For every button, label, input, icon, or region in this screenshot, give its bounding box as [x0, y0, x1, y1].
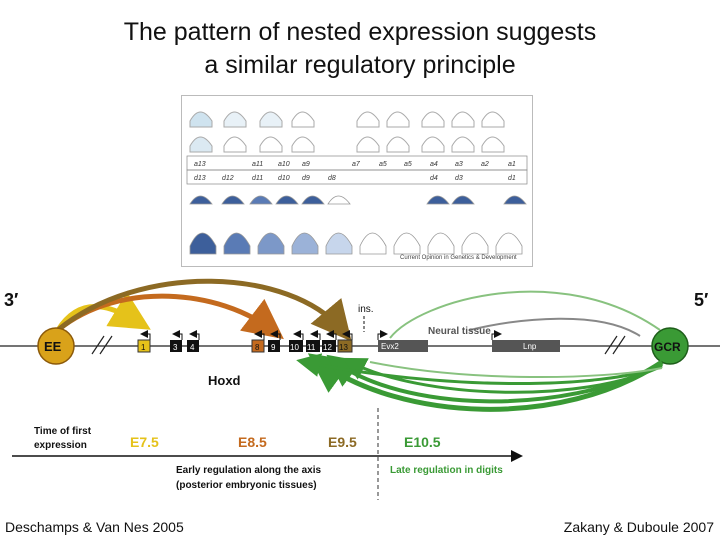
- gcr-label: GCR: [654, 340, 681, 354]
- stage-e7-5: E7.5: [130, 434, 159, 450]
- ee-label: EE: [44, 339, 62, 354]
- gene-11: [306, 340, 320, 352]
- label-3prime: 3′: [4, 290, 18, 310]
- neural-label: Neural tissue: [428, 326, 491, 337]
- svg-text:8: 8: [255, 343, 260, 352]
- label-a11: a11: [252, 161, 263, 168]
- stage-e10-5: E10.5: [404, 434, 441, 450]
- evx2-label: Evx2: [381, 342, 399, 351]
- embryo-row-heads: [189, 232, 523, 255]
- arc-brown: [56, 278, 352, 342]
- svg-text:9: 9: [271, 343, 276, 352]
- hox-labels-row-a: a13 a11 a10 a9 a7 a5 a5 a4 a3 a2 a1: [194, 161, 516, 168]
- label-ins: ins.: [358, 304, 374, 315]
- svg-text:1: 1: [141, 343, 146, 352]
- label-a2: a2: [481, 161, 489, 168]
- ee-circle: [37, 327, 75, 365]
- stage-e9-5: E9.5: [328, 434, 357, 450]
- gene-10: [289, 340, 303, 352]
- citation-right: Zakany & Duboule 2007: [563, 519, 714, 535]
- label-d11: d11: [252, 175, 263, 182]
- embryo-expression-panel: a13 a11 a10 a9 a7 a5 a5 a4 a3 a2 a1 d13 …: [181, 95, 533, 267]
- gcr-circle: [651, 327, 689, 365]
- citation-left: Deschamps & Van Nes 2005: [5, 519, 184, 535]
- hoxd-genes: 1 3 4 8 9 10 11 12 13: [137, 330, 353, 353]
- hox-label-grid: [186, 155, 528, 185]
- early-regulation-1: Early regulation along the axis: [176, 465, 321, 476]
- label-d4: d4: [430, 175, 438, 182]
- label-a5b: a5: [404, 161, 412, 168]
- gene-4: [187, 340, 199, 352]
- label-a1: a1: [508, 161, 516, 168]
- label-d1: d1: [508, 175, 516, 182]
- svg-text:3: 3: [173, 343, 178, 352]
- label-d10: d10: [278, 175, 290, 182]
- gene-1: [137, 339, 151, 353]
- label-a5: a5: [379, 161, 387, 168]
- lnp-label: Lnp: [523, 342, 537, 351]
- label-d9: d9: [302, 175, 310, 182]
- embryo-row-limbs: [189, 195, 527, 205]
- svg-text:12: 12: [323, 343, 332, 352]
- gene-3: [170, 340, 182, 352]
- label-d13: d13: [194, 175, 206, 182]
- label-d3: d3: [455, 175, 463, 182]
- slide-title: The pattern of nested expression suggest…: [0, 16, 720, 82]
- gene-9: [268, 340, 280, 352]
- hoxd-label: Hoxd: [208, 373, 241, 388]
- stage-e8-5: E8.5: [238, 434, 267, 450]
- hox-labels-row-d: d13 d12 d11 d10 d9 d8 d4 d3 d1: [194, 175, 516, 182]
- lnp-box: [492, 340, 560, 352]
- embryo-row-top: [189, 111, 505, 153]
- title-line-1: The pattern of nested expression suggest…: [123, 18, 597, 46]
- label-a7: a7: [352, 161, 361, 168]
- arc-yellow: [55, 291, 151, 332]
- label-d12: d12: [222, 175, 234, 182]
- time-label-2: expression: [34, 440, 87, 451]
- break-marks: [91, 335, 626, 355]
- evx2-box: [378, 340, 428, 352]
- title-line-2: a similar regulatory principle: [204, 51, 516, 79]
- arc-orange: [56, 293, 284, 340]
- late-regulation: Late regulation in digits: [390, 465, 503, 476]
- panel-credit: Current Opinion in Genetics & Developmen…: [400, 255, 517, 261]
- gene-12: [322, 340, 336, 352]
- svg-text:4: 4: [190, 343, 195, 352]
- svg-text:11: 11: [307, 343, 316, 352]
- time-label-1: Time of first: [34, 426, 92, 437]
- neural-arc: [469, 317, 641, 337]
- gene-13: [337, 339, 353, 353]
- label-a13: a13: [194, 161, 206, 168]
- svg-text:10: 10: [290, 343, 299, 352]
- label-5prime: 5′: [694, 290, 708, 310]
- label-a10: a10: [278, 161, 290, 168]
- label-a9: a9: [302, 161, 310, 168]
- green-arcs: [296, 290, 664, 412]
- gene-8: [251, 339, 265, 353]
- label-a3: a3: [455, 161, 463, 168]
- early-regulation-2: (posterior embryonic tissues): [176, 480, 317, 491]
- embryo-panel-figure: a13 a11 a10 a9 a7 a5 a5 a4 a3 a2 a1 d13 …: [186, 111, 528, 261]
- label-d8: d8: [328, 175, 336, 182]
- label-a4: a4: [430, 161, 438, 168]
- svg-text:13: 13: [339, 343, 348, 352]
